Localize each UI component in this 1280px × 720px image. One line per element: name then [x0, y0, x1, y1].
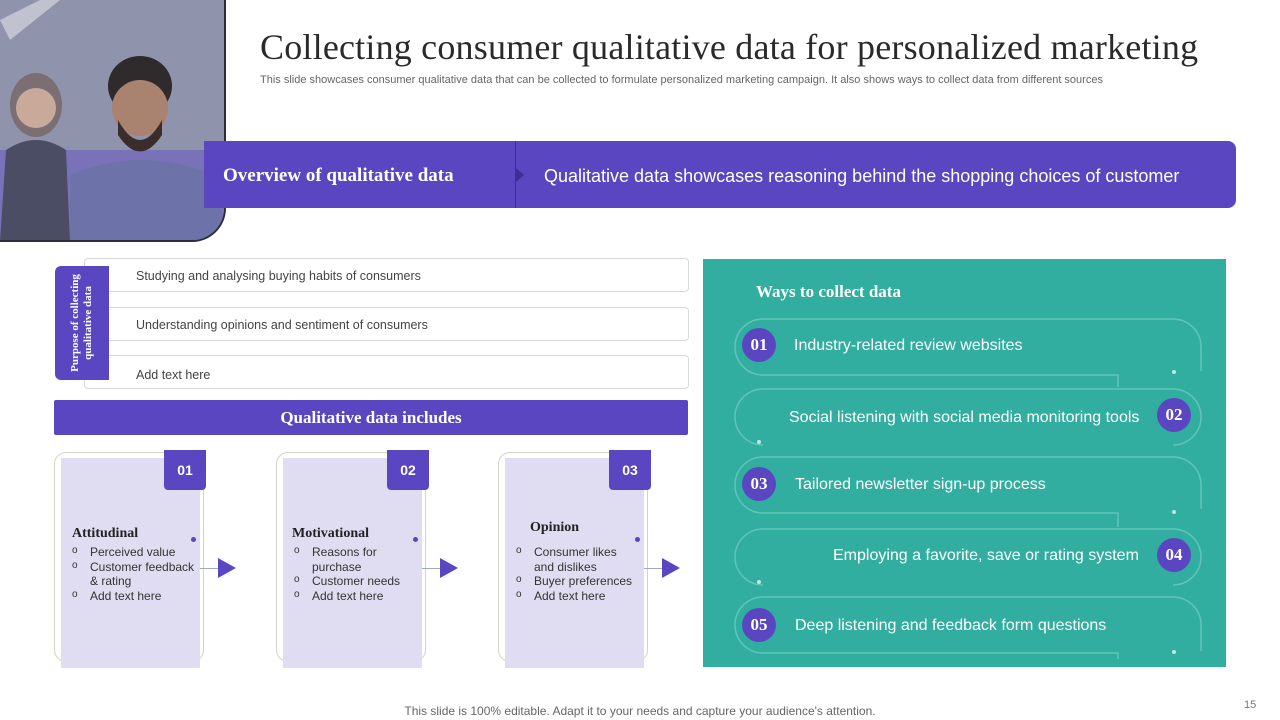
connector-line: [422, 568, 440, 569]
card-bullet: Add text here: [294, 588, 414, 604]
card-title: Attitudinal: [72, 526, 139, 541]
ways-item-text: Social listening with social media monit…: [789, 409, 1140, 426]
ways-number: 02: [1157, 398, 1191, 432]
ways-item-text: Employing a favorite, save or rating sys…: [833, 547, 1139, 564]
ways-item-text: Industry-related review websites: [794, 337, 1023, 354]
overview-label-box: Overview of qualitative data: [204, 141, 516, 208]
ways-number: 03: [742, 467, 776, 501]
header-photo: [0, 0, 226, 242]
card-bullet: Reasons for purchase: [294, 544, 414, 574]
connector-line: [644, 568, 662, 569]
ways-path-outline: [734, 318, 1202, 659]
connector-line: [200, 568, 218, 569]
purpose-item: Add text here: [84, 355, 689, 389]
overview-text: Qualitative data showcases reasoning beh…: [544, 166, 1180, 186]
card-number: 03: [609, 450, 651, 490]
page-number: 15: [1244, 699, 1257, 711]
card-bullet: Add text here: [72, 588, 197, 604]
page-subtitle: This slide showcases consumer qualitativ…: [260, 74, 1103, 86]
purpose-tab-label: Purpose of collecting qualitative data: [69, 274, 94, 372]
overview-banner: Overview of qualitative data Qualitative…: [204, 141, 1236, 208]
purpose-item-text: Add text here: [136, 368, 211, 382]
card-title: Opinion: [530, 520, 580, 535]
page-title: Collecting consumer qualitative data for…: [260, 27, 1199, 67]
ways-number: 04: [1157, 538, 1191, 572]
ways-title: Ways to collect data: [756, 282, 901, 301]
includes-header-text: Qualitative data includes: [280, 408, 462, 427]
card-bullets: Perceived value Customer feedback & rati…: [72, 544, 197, 604]
ways-panel: Ways to collect data 01 Industry-related…: [703, 259, 1226, 667]
purpose-item-text: Studying and analysing buying habits of …: [136, 269, 421, 283]
ways-number: 01: [742, 328, 776, 362]
card-number: 02: [387, 450, 429, 490]
dot-icon: [191, 537, 196, 542]
dot-icon: [413, 537, 418, 542]
card-bullet: Customer needs: [294, 573, 414, 589]
arrow-right-icon: [218, 558, 236, 578]
overview-label: Overview of qualitative data: [223, 165, 454, 186]
card-bullet: Add text here: [516, 588, 638, 604]
card-bullet: Perceived value: [72, 544, 197, 560]
arrow-right-icon: [440, 558, 458, 578]
ways-number: 05: [742, 608, 776, 642]
card-bullet: Buyer preferences: [516, 573, 638, 589]
card-bullets: Consumer likes and dislikes Buyer prefer…: [516, 544, 638, 604]
card-title: Motivational: [292, 526, 369, 541]
people-photo-illustration: [0, 0, 224, 240]
includes-header: Qualitative data includes: [54, 400, 688, 435]
purpose-item-text: Understanding opinions and sentiment of …: [136, 318, 428, 332]
arrow-right-icon: [662, 558, 680, 578]
card-bullet: Consumer likes and dislikes: [516, 544, 638, 574]
dot-icon: [635, 537, 640, 542]
purpose-tab: Purpose of collecting qualitative data: [55, 266, 109, 380]
card-number: 01: [164, 450, 206, 490]
ways-item-text: Tailored newsletter sign-up process: [795, 476, 1046, 493]
card-bullets: Reasons for purchase Customer needs Add …: [294, 544, 414, 604]
overview-arrow-icon: [516, 168, 524, 182]
footer-note: This slide is 100% editable. Adapt it to…: [404, 704, 876, 718]
ways-item-text: Deep listening and feedback form questio…: [795, 617, 1107, 634]
purpose-item: Understanding opinions and sentiment of …: [84, 307, 689, 341]
purpose-item: Studying and analysing buying habits of …: [84, 258, 689, 292]
card-bullet: Customer feedback & rating: [72, 559, 197, 589]
